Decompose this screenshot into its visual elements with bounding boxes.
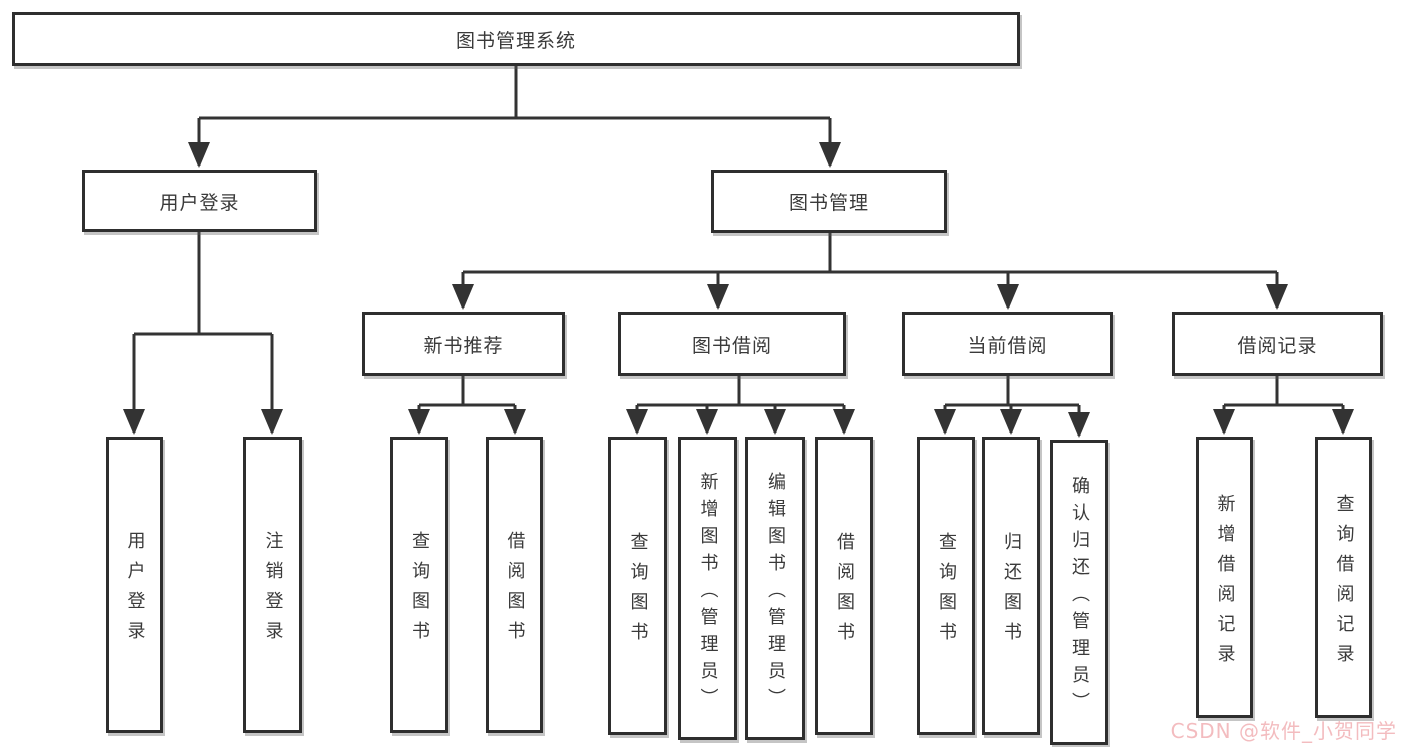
leaf-query-borrow-record: 查询借阅记录 xyxy=(1315,437,1372,718)
leaf-return-books: 归还图书 xyxy=(982,437,1040,735)
node-new-book-recommend: 新书推荐 xyxy=(362,312,565,376)
leaf-add-book-admin: 新增图书（管理员） xyxy=(678,437,737,740)
leaf-confirm-return-admin: 确认归还（管理员） xyxy=(1050,440,1108,745)
leaf-borrow-books-borrow: 借阅图书 xyxy=(815,437,873,735)
leaf-borrow-books-recommend: 借阅图书 xyxy=(486,437,543,733)
leaf-edit-book-admin: 编辑图书（管理员） xyxy=(745,437,805,740)
node-book-borrow: 图书借阅 xyxy=(618,312,846,376)
leaf-query-books-borrow: 查询图书 xyxy=(608,437,667,735)
csdn-watermark: CSDN @软件_小贺同学 xyxy=(1170,719,1397,743)
node-book-management: 图书管理 xyxy=(711,170,947,233)
leaf-add-borrow-record: 新增借阅记录 xyxy=(1196,437,1253,718)
leaf-logout-login: 注销登录 xyxy=(243,437,302,733)
node-user-login: 用户登录 xyxy=(82,170,317,232)
node-root: 图书管理系统 xyxy=(12,12,1020,66)
leaf-query-books-recommend: 查询图书 xyxy=(390,437,448,733)
leaf-user-login: 用户登录 xyxy=(106,437,163,733)
node-borrow-records: 借阅记录 xyxy=(1172,312,1383,376)
node-current-borrow: 当前借阅 xyxy=(902,312,1113,376)
leaf-query-books-current: 查询图书 xyxy=(917,437,975,735)
